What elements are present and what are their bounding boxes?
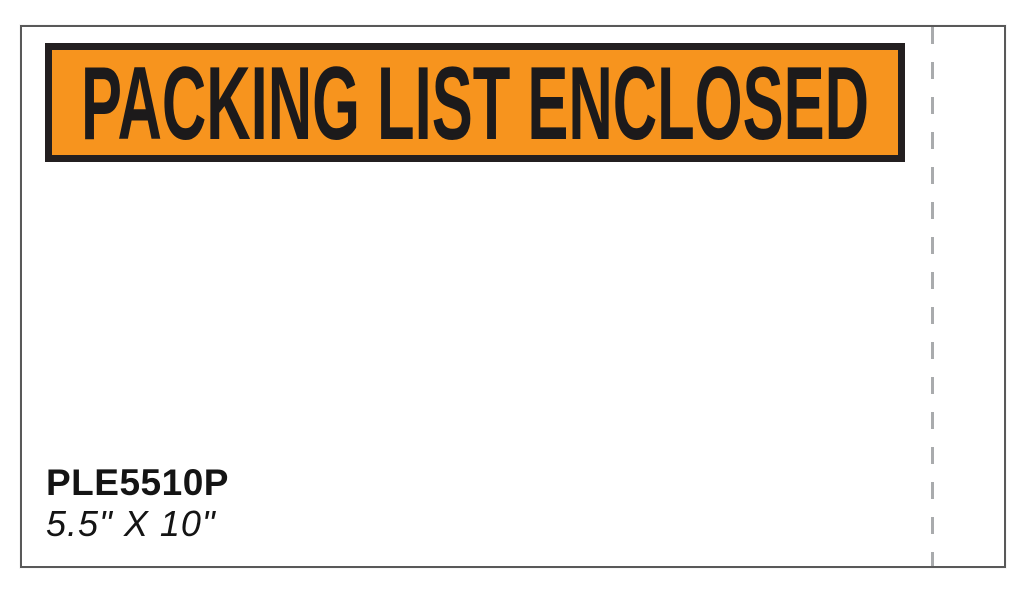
packing-list-envelope: PACKING LIST ENCLOSED PLE5510P 5.5" X 10… [20,25,1006,568]
size-label: 5.5" X 10" [46,503,216,544]
banner-text-svg: PACKING LIST ENCLOSED [81,50,869,155]
perforation-dashed-line [931,27,934,566]
sku-label: PLE5510P [46,462,229,503]
product-labels: PLE5510P 5.5" X 10" [46,464,229,542]
packing-list-banner: PACKING LIST ENCLOSED [45,43,905,162]
banner-text: PACKING LIST ENCLOSED [81,50,869,155]
